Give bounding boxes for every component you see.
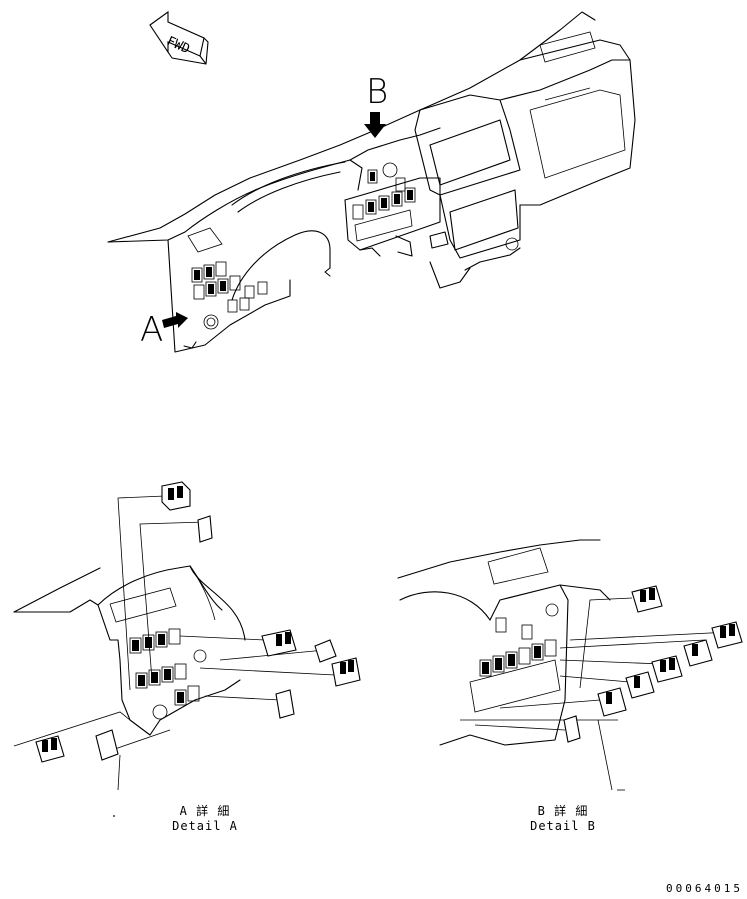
detail-a-drawing — [13, 481, 361, 791]
detail-b-title-jp: B 詳 細 — [537, 804, 589, 818]
fwd-arrow-icon: FWD — [149, 10, 209, 65]
view-a-arrow-icon — [162, 312, 197, 349]
view-b-arrow-icon — [364, 112, 386, 138]
detail-b-caption: B 詳 細 Detail B — [508, 804, 618, 834]
drawing-code: 00064015 — [666, 882, 743, 895]
detail-a-caption: A 詳 細 Detail A — [150, 804, 260, 834]
view-b-label: B — [366, 72, 389, 112]
dashboard-overview — [107, 11, 636, 353]
detail-b-title-en: Detail B — [530, 819, 596, 833]
detail-b-drawing — [397, 539, 743, 791]
view-a-label: A — [140, 310, 164, 350]
detail-a-title-en: Detail A — [172, 819, 238, 833]
detail-a-title-jp: A 詳 細 — [179, 804, 231, 818]
